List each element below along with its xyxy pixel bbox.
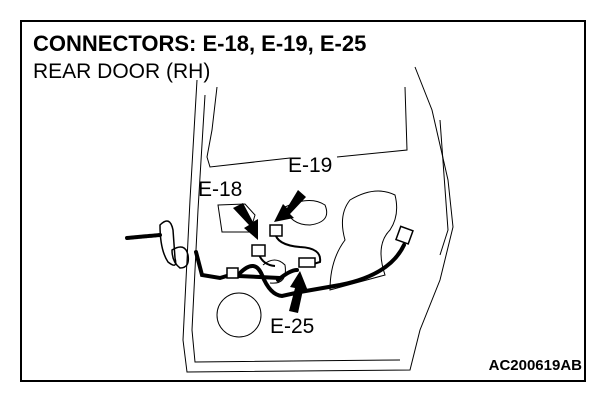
label-e25: E-25 <box>270 315 315 338</box>
arrow-e25 <box>289 271 308 313</box>
label-e18: E-18 <box>198 178 243 201</box>
connector-right <box>395 225 414 245</box>
pointer-arrows <box>233 190 308 313</box>
figure-code: AC200619AB <box>488 357 582 374</box>
diagram-subtitle: REAR DOOR (RH) <box>33 60 211 83</box>
grommet <box>159 220 190 269</box>
diagram-title: CONNECTORS: E-18, E-19, E-25 <box>33 31 367 56</box>
door-outline <box>182 66 454 373</box>
connector-e25 <box>298 257 316 268</box>
connector-e18 <box>251 244 266 257</box>
diagram-frame <box>20 20 586 382</box>
connector-e19 <box>269 224 283 237</box>
wiring-harness <box>125 233 406 299</box>
arrow-e19 <box>274 190 306 222</box>
arrow-e18 <box>233 203 258 240</box>
connector-harness-left <box>226 267 239 279</box>
connectors <box>226 224 414 279</box>
label-e19: E-19 <box>288 154 333 177</box>
